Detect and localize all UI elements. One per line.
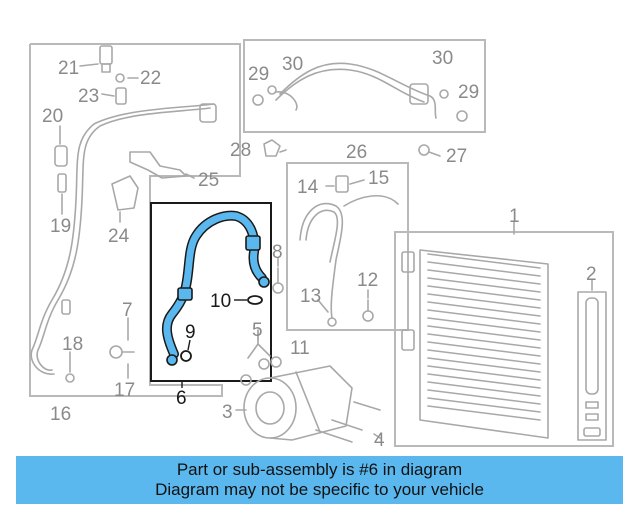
callout-6: 6 — [176, 388, 187, 409]
callout-21: 21 — [58, 58, 79, 79]
callout-23: 23 — [78, 86, 99, 107]
o-ring-22 — [115, 73, 125, 83]
callout-13: 13 — [300, 286, 321, 307]
liquid-line-16 — [30, 103, 217, 375]
cap-20 — [54, 145, 68, 167]
valve-19 — [57, 173, 67, 193]
suction-line-26 — [275, 62, 437, 119]
callout-14: 14 — [297, 177, 319, 198]
info-banner: Part or sub-assembly is #6 in diagram Di… — [16, 456, 623, 504]
callout-28: 28 — [230, 140, 251, 161]
leader-lines-misc — [235, 149, 593, 439]
callout-15: 15 — [368, 168, 389, 189]
callout-10: 10 — [210, 291, 231, 312]
bolt-8 — [272, 267, 284, 294]
callout-27: 27 — [446, 146, 467, 167]
callout-9: 9 — [185, 322, 196, 343]
callout-18: 18 — [62, 334, 83, 355]
o-ring-18 — [65, 373, 75, 383]
callout-29-left: 29 — [248, 64, 269, 85]
valve-30-left — [267, 85, 277, 95]
callout-24: 24 — [108, 226, 130, 247]
leader-lines-16 — [59, 63, 195, 379]
callout-3: 3 — [222, 402, 233, 423]
parts-diagram: 1 2 3 4 5 6 7 8 9 10 11 12 13 14 15 16 1… — [29, 39, 614, 451]
group-box-11 — [286, 162, 409, 331]
callout-4: 4 — [374, 430, 385, 451]
callout-5: 5 — [252, 320, 263, 341]
callout-19: 19 — [50, 216, 71, 237]
drier-2 — [577, 291, 607, 441]
callout-29-right: 29 — [458, 82, 479, 103]
condenser-1 — [401, 249, 549, 439]
callout-30-left: 30 — [282, 54, 303, 75]
valve-23 — [115, 87, 127, 105]
valve-30-right — [439, 89, 449, 99]
callout-8: 8 — [272, 242, 283, 263]
bolt-17 — [109, 345, 135, 359]
callout-12: 12 — [357, 270, 378, 291]
callout-16: 16 — [50, 404, 71, 425]
group-box-condenser — [394, 231, 614, 447]
o-ring-29-right — [456, 110, 468, 122]
compressor-3 — [243, 365, 353, 441]
bolt-27 — [418, 144, 441, 157]
callout-17: 17 — [114, 380, 135, 401]
hose-11 — [299, 175, 399, 319]
bolt-12 — [362, 299, 374, 322]
callout-11: 11 — [290, 338, 310, 359]
bracket-24 — [111, 175, 139, 211]
callout-7: 7 — [122, 300, 133, 321]
o-ring-9 — [180, 350, 192, 362]
o-ring-10 — [247, 295, 263, 305]
o-ring-13 — [327, 317, 337, 327]
callout-26: 26 — [346, 142, 367, 163]
ac-hose-6 — [162, 210, 270, 366]
callout-20: 20 — [42, 106, 63, 127]
bolts-4 — [315, 401, 381, 443]
callout-30-right: 30 — [432, 48, 453, 69]
o-ring-29-left — [252, 94, 264, 106]
callout-22: 22 — [140, 68, 161, 89]
pressure-switch-21 — [99, 45, 113, 73]
cap-28 — [263, 139, 281, 157]
leader-9 — [187, 339, 191, 351]
callout-25: 25 — [198, 170, 219, 191]
ac-hose-6-fill — [163, 212, 266, 358]
bracket-25 — [129, 151, 187, 179]
banner-line-1: Part or sub-assembly is #6 in diagram — [176, 460, 463, 479]
callout-1: 1 — [509, 206, 520, 227]
group-box-26 — [243, 39, 486, 133]
callout-2: 2 — [586, 264, 597, 285]
banner-line-2: Diagram may not be specific to your vehi… — [155, 480, 484, 499]
